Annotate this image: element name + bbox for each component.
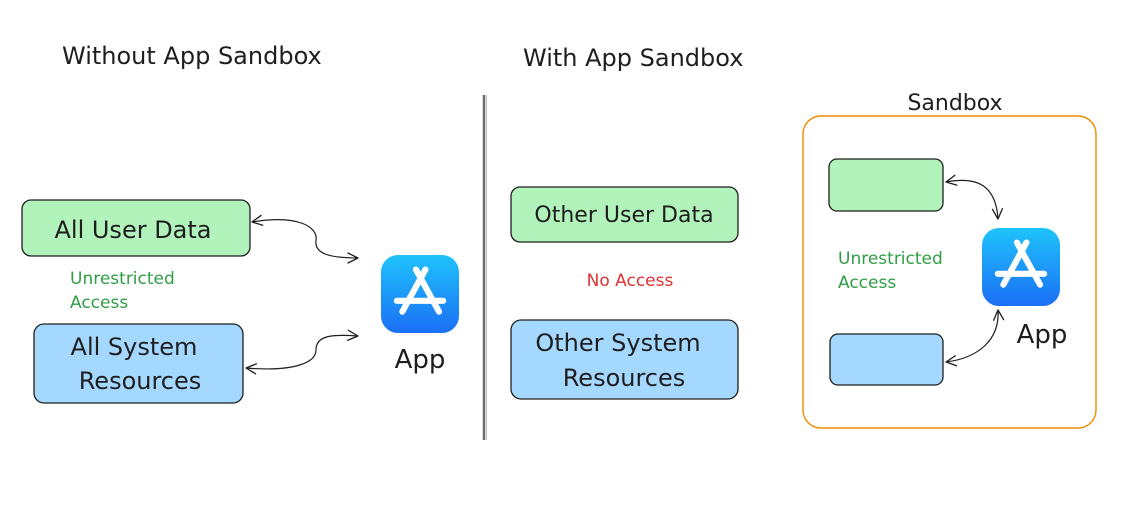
right-no-access: No Access (587, 271, 674, 291)
sandbox-access-line2: Access (838, 273, 896, 293)
right-system-box (510, 319, 739, 400)
left-access-line2: Access (70, 293, 128, 313)
right-system-line2: Resources (563, 364, 686, 392)
right-system-line1: Other System (535, 329, 700, 357)
right-title: With App Sandbox (523, 44, 743, 72)
sandbox-app-label: App (1017, 320, 1068, 350)
left-system-line1: All System (71, 333, 198, 361)
left-arrow-system (245, 329, 359, 375)
right-user-data-label: Other User Data (534, 203, 713, 228)
sandbox-arrow-user-data (945, 174, 1004, 220)
left-system-line2: Resources (79, 367, 202, 395)
left-arrow-user-data (251, 214, 359, 264)
sandbox-system-box (829, 333, 944, 386)
sandbox-user-data-box (828, 158, 944, 212)
right-user-data-box (510, 186, 739, 243)
left-user-data-label: All User Data (54, 216, 211, 244)
sandbox-container (802, 115, 1097, 429)
left-system-box (33, 323, 244, 404)
sandbox-title: Sandbox (907, 91, 1002, 116)
left-user-data-box (21, 199, 251, 257)
left-app-label: App (395, 345, 446, 375)
sandbox-access-line1: Unrestricted (838, 249, 943, 269)
sandbox-app-store-icon (982, 228, 1060, 306)
left-access-line1: Unrestricted (70, 269, 175, 289)
left-app-store-icon (381, 255, 459, 333)
sandbox-arrow-system (945, 309, 1005, 367)
left-title: Without App Sandbox (62, 42, 322, 70)
